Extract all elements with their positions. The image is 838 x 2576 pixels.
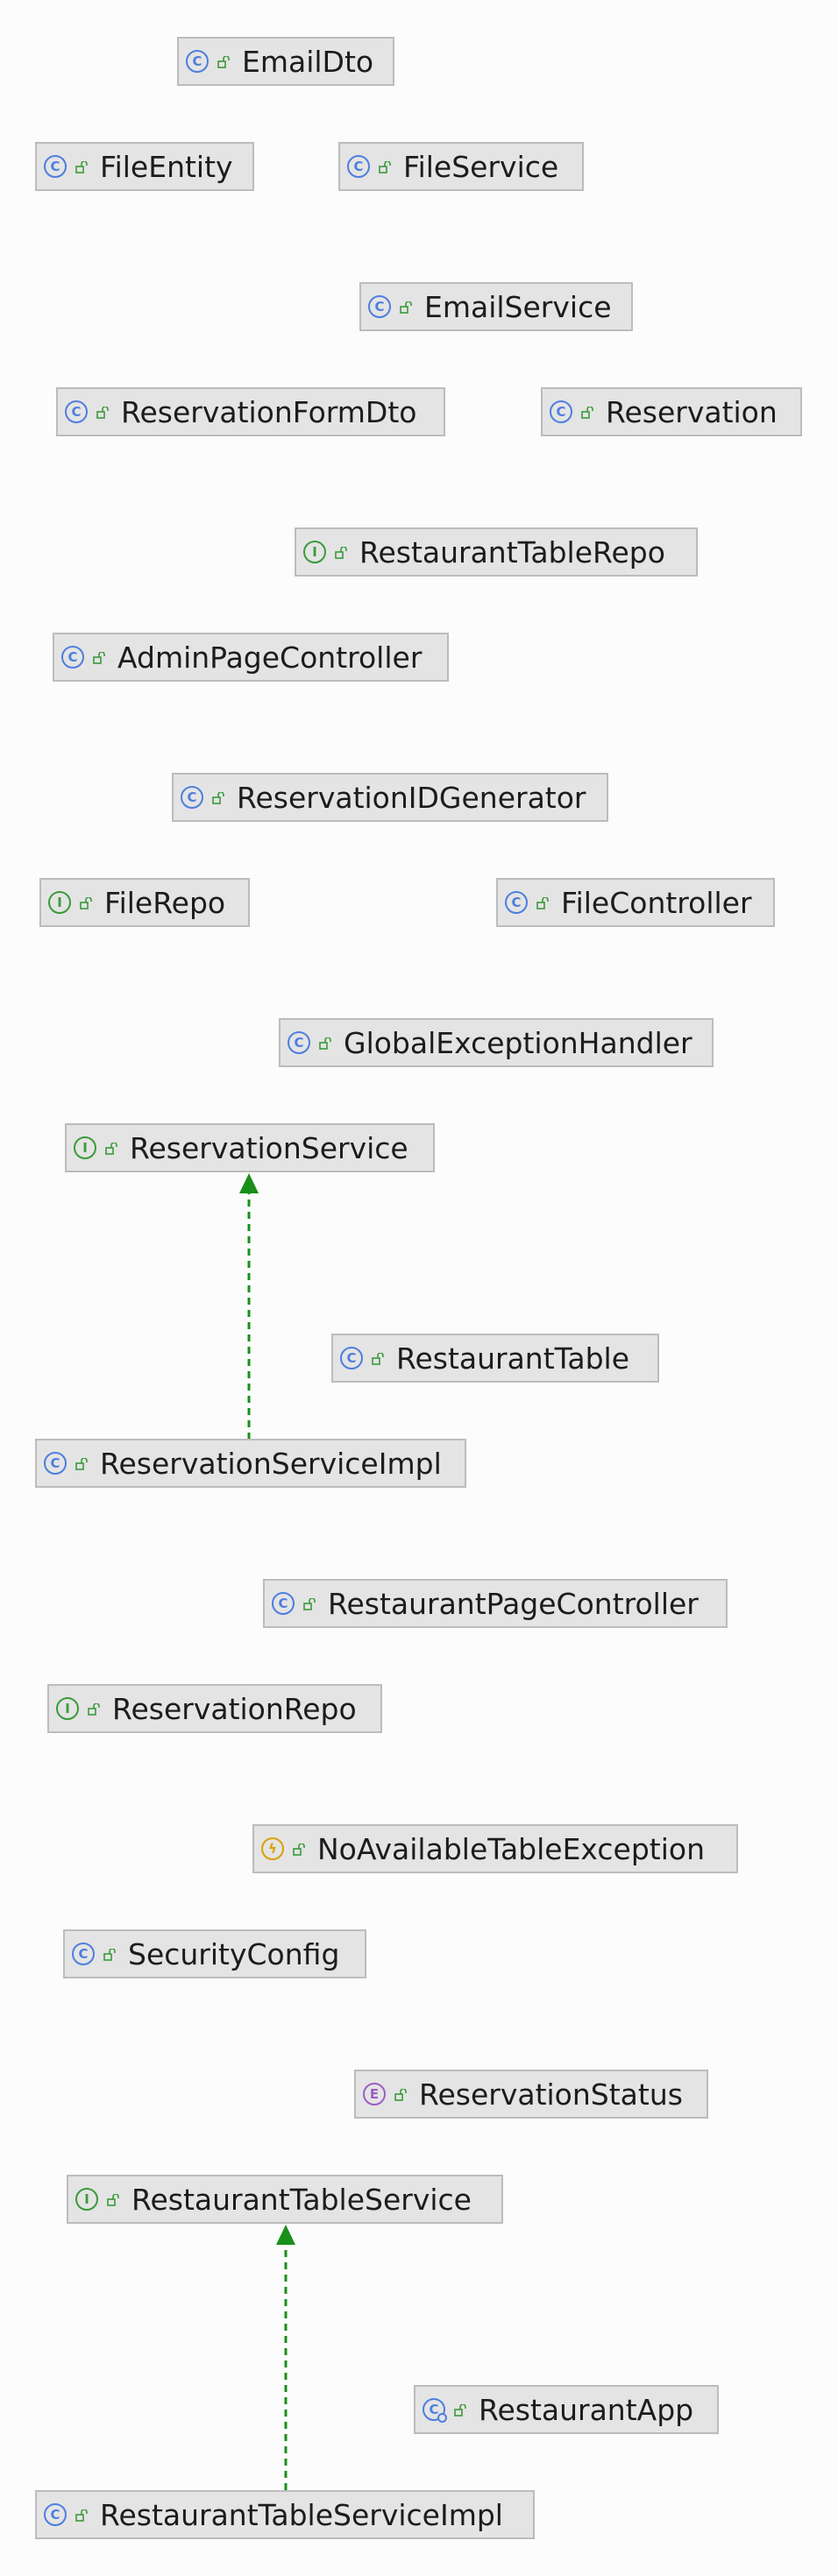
node-label: RestaurantTableRepo	[359, 534, 665, 570]
node-label: RestaurantPageController	[328, 1586, 699, 1621]
class-icon: C	[368, 295, 391, 318]
class-icon: C	[44, 2503, 67, 2526]
node-restauranttableserviceimpl[interactable]: C RestaurantTableServiceImpl	[35, 2490, 535, 2539]
public-visibility-icon	[88, 1702, 100, 1716]
public-visibility-icon	[536, 896, 549, 909]
node-restauranttablerepo[interactable]: I RestaurantTableRepo	[295, 527, 698, 577]
enum-icon: E	[363, 2083, 386, 2105]
public-visibility-icon	[212, 791, 224, 804]
node-adminpagecontroller[interactable]: C AdminPageController	[53, 633, 449, 682]
interface-icon: I	[74, 1136, 96, 1159]
node-label: AdminPageController	[117, 640, 423, 675]
node-reservationformdto[interactable]: C ReservationFormDto	[56, 387, 445, 436]
node-filecontroller[interactable]: C FileController	[496, 878, 775, 927]
node-reservation[interactable]: C Reservation	[541, 387, 802, 436]
interface-icon: I	[303, 541, 326, 563]
node-label: RestaurantTableService	[131, 2182, 472, 2217]
node-label: FileRepo	[104, 885, 226, 920]
node-reservationstatus[interactable]: E ReservationStatus	[354, 2070, 708, 2119]
interface-icon: I	[75, 2188, 98, 2211]
class-icon: C	[44, 1452, 67, 1475]
class-icon: C	[72, 1943, 95, 1965]
node-label: EmailDto	[242, 44, 374, 79]
node-label: ReservationIDGenerator	[237, 780, 586, 815]
public-visibility-icon	[379, 160, 391, 173]
node-label: GlobalExceptionHandler	[344, 1025, 692, 1060]
public-visibility-icon	[400, 301, 412, 314]
node-label: ReservationStatus	[419, 2077, 683, 2112]
node-fileservice[interactable]: C FileService	[338, 142, 584, 191]
class-icon: C	[186, 50, 209, 73]
public-visibility-icon	[335, 546, 347, 559]
node-label: FileController	[561, 885, 752, 920]
node-label: ReservationRepo	[112, 1691, 357, 1726]
node-reservationserviceimpl[interactable]: C ReservationServiceImpl	[35, 1439, 466, 1488]
public-visibility-icon	[103, 1948, 116, 1961]
node-label: RestaurantApp	[479, 2392, 694, 2427]
public-visibility-icon	[93, 651, 105, 664]
class-icon: C	[181, 786, 203, 809]
public-visibility-icon	[319, 1037, 331, 1050]
node-label: FileService	[403, 149, 559, 184]
node-restaurantpagecontroller[interactable]: C RestaurantPageController	[263, 1579, 728, 1628]
class-icon: C	[61, 646, 84, 669]
node-label: SecurityConfig	[128, 1936, 340, 1971]
node-label: ReservationService	[130, 1130, 408, 1165]
node-filerepo[interactable]: I FileRepo	[39, 878, 250, 927]
interface-icon: I	[48, 891, 71, 914]
class-icon: C	[65, 400, 88, 423]
node-label: ReservationFormDto	[121, 394, 417, 429]
node-restauranttableservice[interactable]: I RestaurantTableService	[67, 2175, 503, 2224]
node-emailservice[interactable]: C EmailService	[359, 282, 633, 331]
interface-icon: I	[56, 1697, 79, 1720]
public-visibility-icon	[75, 160, 88, 173]
public-visibility-icon	[80, 896, 92, 909]
node-securityconfig[interactable]: C SecurityConfig	[63, 1929, 366, 1978]
node-restauranttable[interactable]: C RestaurantTable	[331, 1334, 659, 1383]
node-emaildto[interactable]: C EmailDto	[177, 37, 394, 86]
node-label: FileEntity	[100, 149, 233, 184]
class-icon: C	[272, 1592, 295, 1615]
spring-boot-app-icon: C	[423, 2398, 447, 2423]
gear-badge-icon	[437, 2413, 447, 2423]
edge-arrowhead-reservationservice	[239, 1173, 259, 1193]
public-visibility-icon	[105, 1142, 117, 1155]
node-label: Reservation	[606, 394, 778, 429]
node-reservationrepo[interactable]: I ReservationRepo	[47, 1684, 382, 1733]
node-reservationservice[interactable]: I ReservationService	[65, 1123, 435, 1172]
public-visibility-icon	[454, 2403, 466, 2417]
class-icon: C	[340, 1347, 363, 1369]
exception-icon: ϟ	[261, 1837, 284, 1860]
node-restaurantapp[interactable]: C RestaurantApp	[414, 2385, 719, 2434]
node-noavailabletableexception[interactable]: ϟ NoAvailableTableException	[252, 1824, 738, 1873]
public-visibility-icon	[107, 2193, 119, 2206]
public-visibility-icon	[303, 1597, 316, 1610]
public-visibility-icon	[96, 406, 109, 419]
class-icon: C	[44, 155, 67, 178]
public-visibility-icon	[581, 406, 593, 419]
node-reservationidgenerator[interactable]: C ReservationIDGenerator	[172, 773, 608, 822]
public-visibility-icon	[75, 1457, 88, 1470]
node-fileentity[interactable]: C FileEntity	[35, 142, 254, 191]
class-icon: C	[505, 891, 528, 914]
node-label: RestaurantTable	[396, 1341, 629, 1376]
class-icon: C	[288, 1031, 310, 1054]
class-icon: C	[347, 155, 370, 178]
class-icon: C	[550, 400, 572, 423]
node-label: RestaurantTableServiceImpl	[100, 2497, 503, 2532]
public-visibility-icon	[293, 1843, 305, 1856]
public-visibility-icon	[75, 2509, 88, 2522]
public-visibility-icon	[394, 2088, 407, 2101]
public-visibility-icon	[372, 1352, 384, 1365]
node-globalexceptionhandler[interactable]: C GlobalExceptionHandler	[279, 1018, 714, 1067]
node-label: EmailService	[424, 289, 612, 324]
node-label: NoAvailableTableException	[317, 1831, 705, 1866]
edge-arrowhead-restauranttableservice	[276, 2225, 295, 2245]
public-visibility-icon	[217, 55, 230, 68]
node-label: ReservationServiceImpl	[100, 1446, 442, 1481]
